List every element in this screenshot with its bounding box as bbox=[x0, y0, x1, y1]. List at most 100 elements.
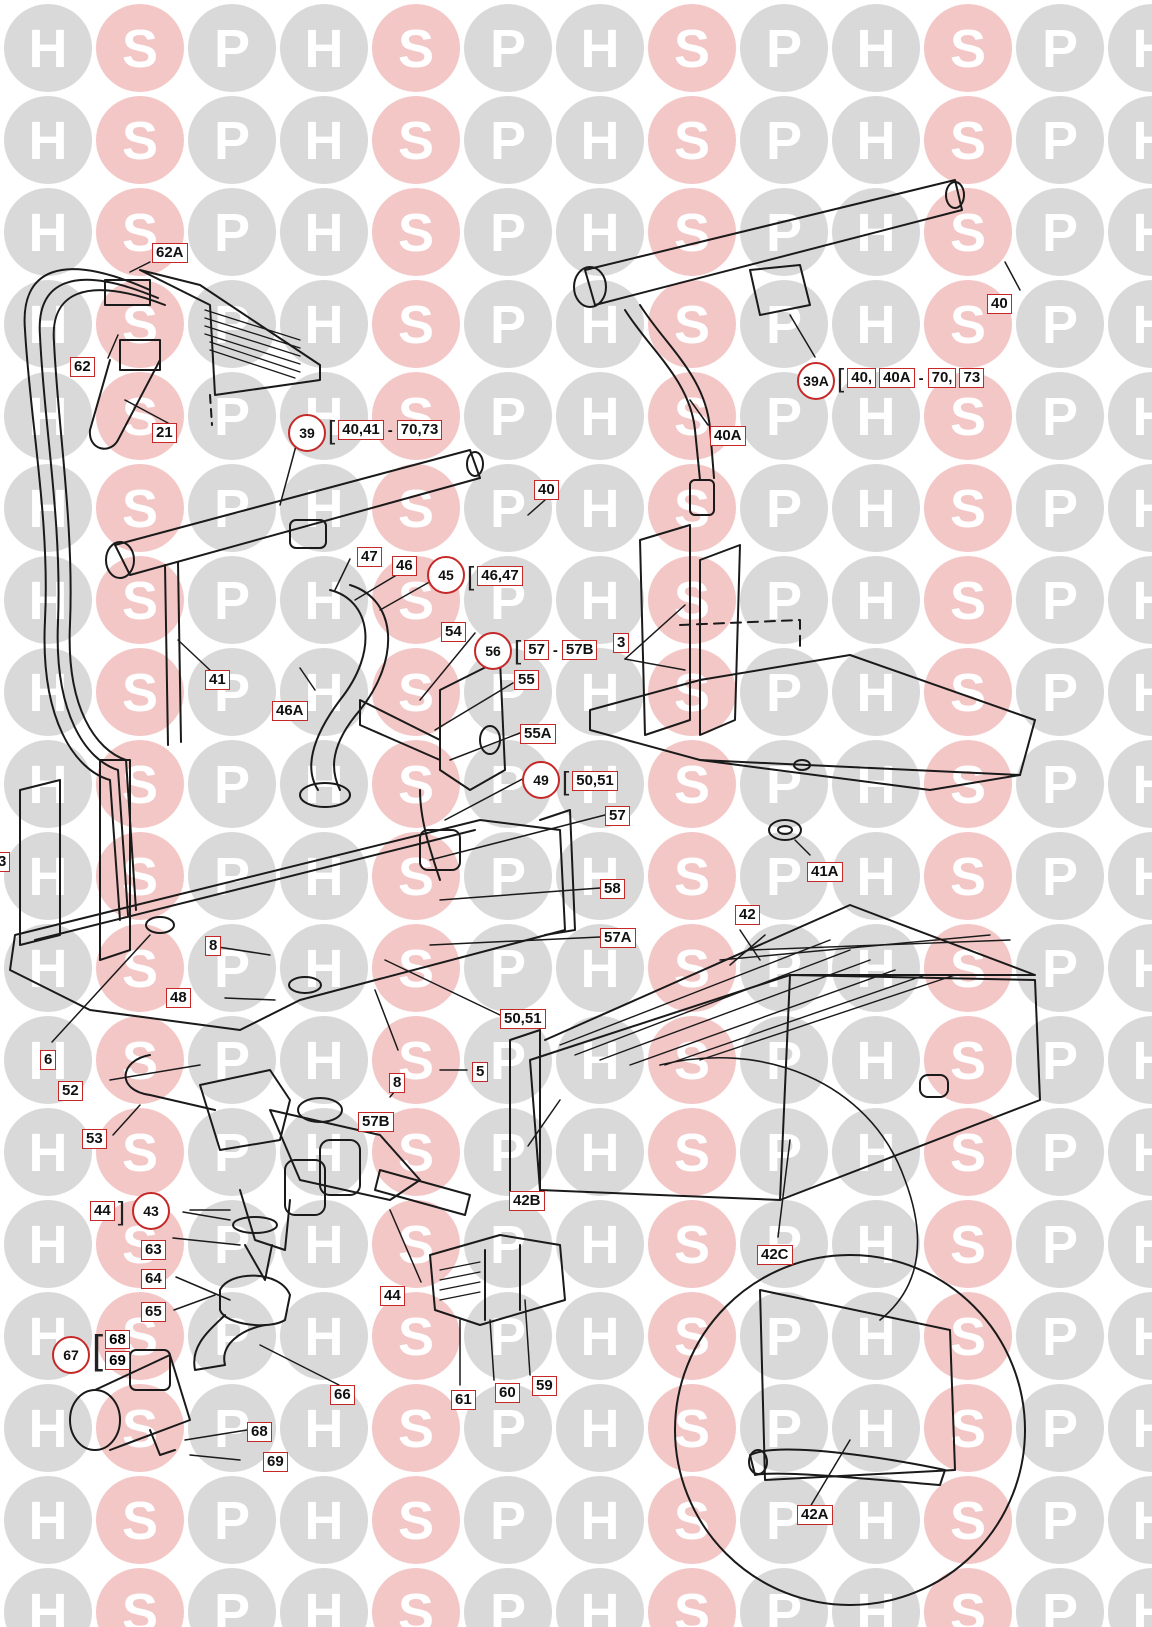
watermark-letter: H bbox=[29, 111, 68, 171]
watermark-circle bbox=[1016, 1292, 1104, 1380]
callout-40A[interactable]: 40A bbox=[710, 426, 746, 446]
ref-70-73[interactable]: 70,73 bbox=[396, 420, 443, 440]
callout-68[interactable]: 68 bbox=[247, 1422, 272, 1442]
ref-40[interactable]: 40, bbox=[847, 368, 877, 388]
watermark-letter: H bbox=[305, 295, 344, 355]
ref-68[interactable]: 68 bbox=[105, 1330, 130, 1349]
callout-46[interactable]: 46 bbox=[392, 556, 417, 576]
watermark-circle bbox=[280, 464, 368, 552]
watermark-letter: S bbox=[674, 847, 710, 907]
watermark-letter: S bbox=[122, 663, 158, 723]
callout-39A[interactable]: 39A bbox=[797, 362, 835, 400]
watermark-circle bbox=[648, 1108, 736, 1196]
watermark-circle bbox=[556, 464, 644, 552]
callout-48[interactable]: 48 bbox=[166, 988, 191, 1008]
watermark-circle bbox=[280, 1476, 368, 1564]
callout-42A[interactable]: 42A bbox=[797, 1505, 833, 1525]
watermark-circle bbox=[556, 1108, 644, 1196]
watermark-letter: P bbox=[214, 755, 250, 815]
callout-21[interactable]: 21 bbox=[152, 423, 177, 443]
callout-40-upper[interactable]: 40 bbox=[987, 294, 1012, 314]
ref-69[interactable]: 69 bbox=[105, 1351, 130, 1370]
callout-61[interactable]: 61 bbox=[451, 1390, 476, 1410]
watermark-circle bbox=[372, 464, 460, 552]
callout-41A[interactable]: 41A bbox=[807, 862, 843, 882]
callout-6[interactable]: 6 bbox=[40, 1050, 57, 1070]
callout-3-left[interactable]: 3 bbox=[0, 852, 11, 872]
callout-43[interactable]: 43 bbox=[132, 1192, 170, 1230]
callout-40-lower[interactable]: 40 bbox=[534, 480, 559, 500]
watermark-circle bbox=[372, 1200, 460, 1288]
callout-57A[interactable]: 57A bbox=[600, 928, 636, 948]
callout-55[interactable]: 55 bbox=[514, 670, 539, 690]
ref-57B[interactable]: 57B bbox=[561, 640, 598, 660]
callout-41[interactable]: 41 bbox=[205, 670, 230, 690]
thermocouple-tube-drawing bbox=[23, 268, 166, 921]
callout-59[interactable]: 59 bbox=[532, 1376, 557, 1396]
watermark-circle bbox=[1016, 740, 1104, 828]
watermark-circle bbox=[924, 924, 1012, 1012]
callout-62A[interactable]: 62A bbox=[152, 243, 188, 263]
watermark-letter: P bbox=[1042, 755, 1078, 815]
watermark-circle bbox=[280, 280, 368, 368]
callout-42B[interactable]: 42B bbox=[509, 1191, 545, 1211]
callout-67[interactable]: 67 bbox=[52, 1336, 90, 1374]
watermark-letter: P bbox=[1042, 1123, 1078, 1183]
ref-73[interactable]: 73 bbox=[959, 368, 985, 388]
callout-65[interactable]: 65 bbox=[141, 1302, 166, 1322]
callout-60[interactable]: 60 bbox=[495, 1383, 520, 1403]
callout-45[interactable]: 45 bbox=[427, 556, 465, 594]
watermark-letter: S bbox=[398, 111, 434, 171]
watermark-circle bbox=[188, 188, 276, 276]
bracket: [ bbox=[467, 561, 475, 591]
callout-47[interactable]: 47 bbox=[357, 547, 382, 567]
ref-70[interactable]: 70, bbox=[927, 368, 957, 388]
callout-3-right[interactable]: 3 bbox=[613, 633, 630, 653]
callout-54[interactable]: 54 bbox=[441, 622, 466, 642]
watermark-circle bbox=[1108, 1016, 1152, 1104]
watermark-letter: P bbox=[490, 203, 526, 263]
ref-50-51[interactable]: 50,51 bbox=[572, 771, 618, 791]
watermark-circle bbox=[832, 464, 920, 552]
callout-55A[interactable]: 55A bbox=[520, 724, 556, 744]
callout-66[interactable]: 66 bbox=[330, 1385, 355, 1405]
ref-44[interactable]: 44 bbox=[90, 1201, 115, 1221]
callout-56[interactable]: 56 bbox=[474, 632, 512, 670]
callout-52[interactable]: 52 bbox=[58, 1081, 83, 1101]
watermark-letter: P bbox=[766, 1123, 802, 1183]
ref-40-41[interactable]: 40,41 bbox=[338, 420, 384, 440]
callout-57B[interactable]: 57B bbox=[358, 1112, 394, 1132]
callout-44[interactable]: 44 bbox=[380, 1286, 405, 1306]
callout-42[interactable]: 42 bbox=[735, 905, 760, 925]
watermark-circle bbox=[188, 4, 276, 92]
watermark-letter: H bbox=[857, 387, 896, 447]
callout-62[interactable]: 62 bbox=[70, 357, 95, 377]
callout-8-lower[interactable]: 8 bbox=[389, 1073, 406, 1093]
watermark-letter: H bbox=[29, 1399, 68, 1459]
watermark-circle bbox=[464, 96, 552, 184]
watermark-letter: P bbox=[490, 1031, 526, 1091]
callout-50-51[interactable]: 50,51 bbox=[500, 1009, 546, 1029]
callout-58[interactable]: 58 bbox=[600, 879, 625, 899]
callout-49[interactable]: 49 bbox=[522, 761, 560, 799]
watermark-letter: P bbox=[490, 847, 526, 907]
watermark-circle bbox=[4, 1200, 92, 1288]
callout-69[interactable]: 69 bbox=[263, 1452, 288, 1472]
callout-39[interactable]: 39 bbox=[288, 414, 326, 452]
callout-42C[interactable]: 42C bbox=[757, 1245, 793, 1265]
callout-64[interactable]: 64 bbox=[141, 1269, 166, 1289]
callout-57[interactable]: 57 bbox=[605, 806, 630, 826]
callout-63[interactable]: 63 bbox=[141, 1240, 166, 1260]
callout-5[interactable]: 5 bbox=[472, 1062, 489, 1082]
ref-40A[interactable]: 40A bbox=[879, 368, 915, 388]
callout-53[interactable]: 53 bbox=[82, 1129, 107, 1149]
callout-46A[interactable]: 46A bbox=[272, 701, 308, 721]
watermark-letter: S bbox=[398, 1491, 434, 1551]
watermark-letter: S bbox=[122, 1583, 158, 1627]
leader-lines bbox=[51, 261, 1021, 1513]
ref-57[interactable]: 57 bbox=[524, 640, 549, 660]
heat-exchanger-fragment bbox=[88, 269, 321, 450]
watermark-circle bbox=[648, 1476, 736, 1564]
watermark-circle bbox=[832, 1384, 920, 1472]
ref-46-47[interactable]: 46,47 bbox=[477, 566, 523, 586]
